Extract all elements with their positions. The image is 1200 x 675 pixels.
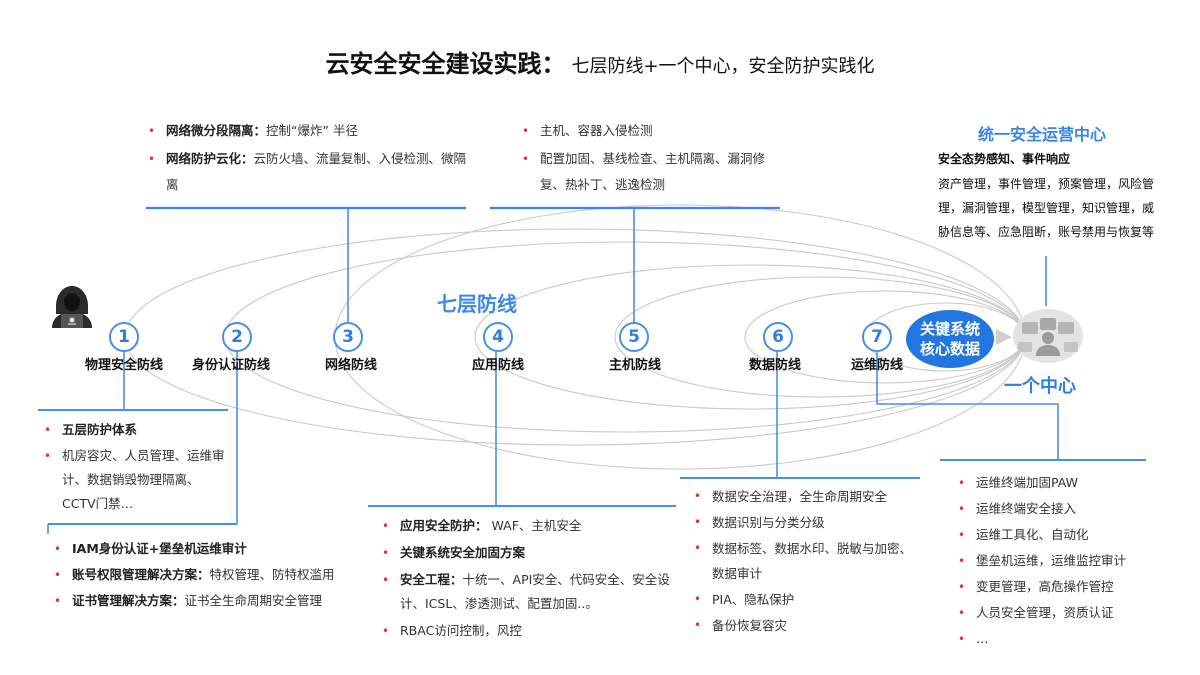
list-item: 堡垒机运维，运维监控审计 [956, 548, 1186, 574]
list-item: 运维工具化、自动化 [956, 522, 1186, 548]
axis-arrow [996, 329, 1012, 345]
node-3-label: 网络防线 [324, 358, 377, 373]
list-item: 证书管理解决方案：证书全生命周期安全管理 [52, 588, 382, 614]
network-panel: 网络微分段隔离：控制“爆炸” 半径 网络防护云化：云防火墙、流量复制、入侵检测、… [146, 118, 476, 200]
soc-body: 资产管理，事件管理，预案管理，风险管理，漏洞管理，模型管理，知识管理，威胁信息等… [938, 177, 1155, 239]
list-item: RBAC访问控制，风控 [380, 619, 680, 643]
title-main: 云安全安全建设实践： [325, 50, 566, 78]
node-6-circle: 6 [763, 322, 793, 352]
node-3-circle: 3 [333, 322, 363, 352]
node-7-circle: 7 [862, 322, 892, 352]
node-1-circle: 1 [109, 322, 139, 352]
list-item: 配置加固、基线检查、主机隔离、漏洞修复、热补丁、逃逸检测 [520, 146, 780, 198]
list-item: 机房容灾、人员管理、运维审计、数据销毁物理隔离、CCTV门禁… [42, 444, 232, 516]
operations-center-icon [1012, 308, 1084, 364]
list-item: PIA、隐私保护 [692, 587, 922, 612]
physical-panel: 五层防护体系 机房容灾、人员管理、运维审计、数据销毁物理隔离、CCTV门禁… [42, 418, 232, 518]
list-item: … [956, 626, 1186, 652]
core-line-1: 关键系统 [919, 320, 980, 338]
list-item: 数据安全治理，全生命周期安全 [692, 484, 922, 509]
list-item: IAM身份认证+堡垒机运维审计 [52, 536, 382, 562]
list-item: 网络防护云化：云防火墙、流量复制、入侵检测、微隔离 [146, 146, 476, 198]
node-2-circle: 2 [222, 322, 252, 352]
soc-subtitle: 安全态势感知、事件响应 [938, 152, 1071, 166]
list-item: 运维终端安全接入 [956, 496, 1186, 522]
title-sub: 七层防线+一个中心，安全防护实践化 [571, 56, 875, 77]
seven-layers-label: 七层防线 [437, 292, 517, 316]
list-item: 账号权限管理解决方案：特权管理、防特权滥用 [52, 562, 382, 588]
list-item: 主机、容器入侵检测 [520, 118, 780, 144]
list-item: 变更管理，高危操作管控 [956, 574, 1186, 600]
diagram-title: 云安全安全建设实践：七层防线+一个中心，安全防护实践化 [0, 44, 1200, 79]
application-panel: 应用安全防护： WAF、主机安全 关键系统安全加固方案 安全工程：十统一、API… [380, 514, 680, 646]
node-7-label: 运维防线 [850, 358, 903, 373]
node-5-label: 主机防线 [608, 358, 661, 373]
ops-panel: 运维终端加固PAW 运维终端安全接入 运维工具化、自动化 堡垒机运维，运维监控审… [956, 470, 1186, 652]
list-item: 备份恢复容灾 [692, 613, 922, 638]
ops-connector [876, 352, 1059, 460]
list-item: 关键系统安全加固方案 [380, 541, 680, 565]
node-6-label: 数据防线 [748, 358, 801, 373]
list-item: 网络微分段隔离：控制“爆炸” 半径 [146, 118, 476, 144]
node-1-label: 物理安全防线 [84, 358, 163, 373]
host-panel: 主机、容器入侵检测 配置加固、基线检查、主机隔离、漏洞修复、热补丁、逃逸检测 [520, 118, 780, 200]
list-item: 五层防护体系 [42, 418, 232, 442]
connectors [38, 206, 1146, 534]
node-4-label: 应用防线 [471, 358, 524, 373]
one-center-label: 一个中心 [1004, 376, 1076, 397]
list-item: 数据标签、数据水印、脱敏与加密、数据审计 [692, 536, 922, 586]
hacker-icon [52, 284, 92, 328]
list-item: 应用安全防护： WAF、主机安全 [380, 514, 680, 538]
list-item: 安全工程：十统一、API安全、代码安全、安全设计、ICSL、渗透测试、配置加固.… [380, 568, 680, 616]
core-line-2: 核心数据 [919, 340, 980, 358]
node-5-circle: 5 [619, 322, 649, 352]
list-item: 数据识别与分类分级 [692, 510, 922, 535]
list-item: 运维终端加固PAW [956, 470, 1186, 496]
list-item: 人员安全管理，资质认证 [956, 600, 1186, 626]
soc-title: 统一安全运营中心 [978, 125, 1107, 144]
core-data-badge: 关键系统 核心数据 [906, 310, 994, 368]
identity-panel: IAM身份认证+堡垒机运维审计 账号权限管理解决方案：特权管理、防特权滥用 证书… [52, 536, 382, 614]
node-4-circle: 4 [483, 322, 513, 352]
node-2-label: 身份认证防线 [191, 358, 270, 373]
data-panel: 数据安全治理，全生命周期安全 数据识别与分类分级 数据标签、数据水印、脱敏与加密… [692, 484, 922, 639]
